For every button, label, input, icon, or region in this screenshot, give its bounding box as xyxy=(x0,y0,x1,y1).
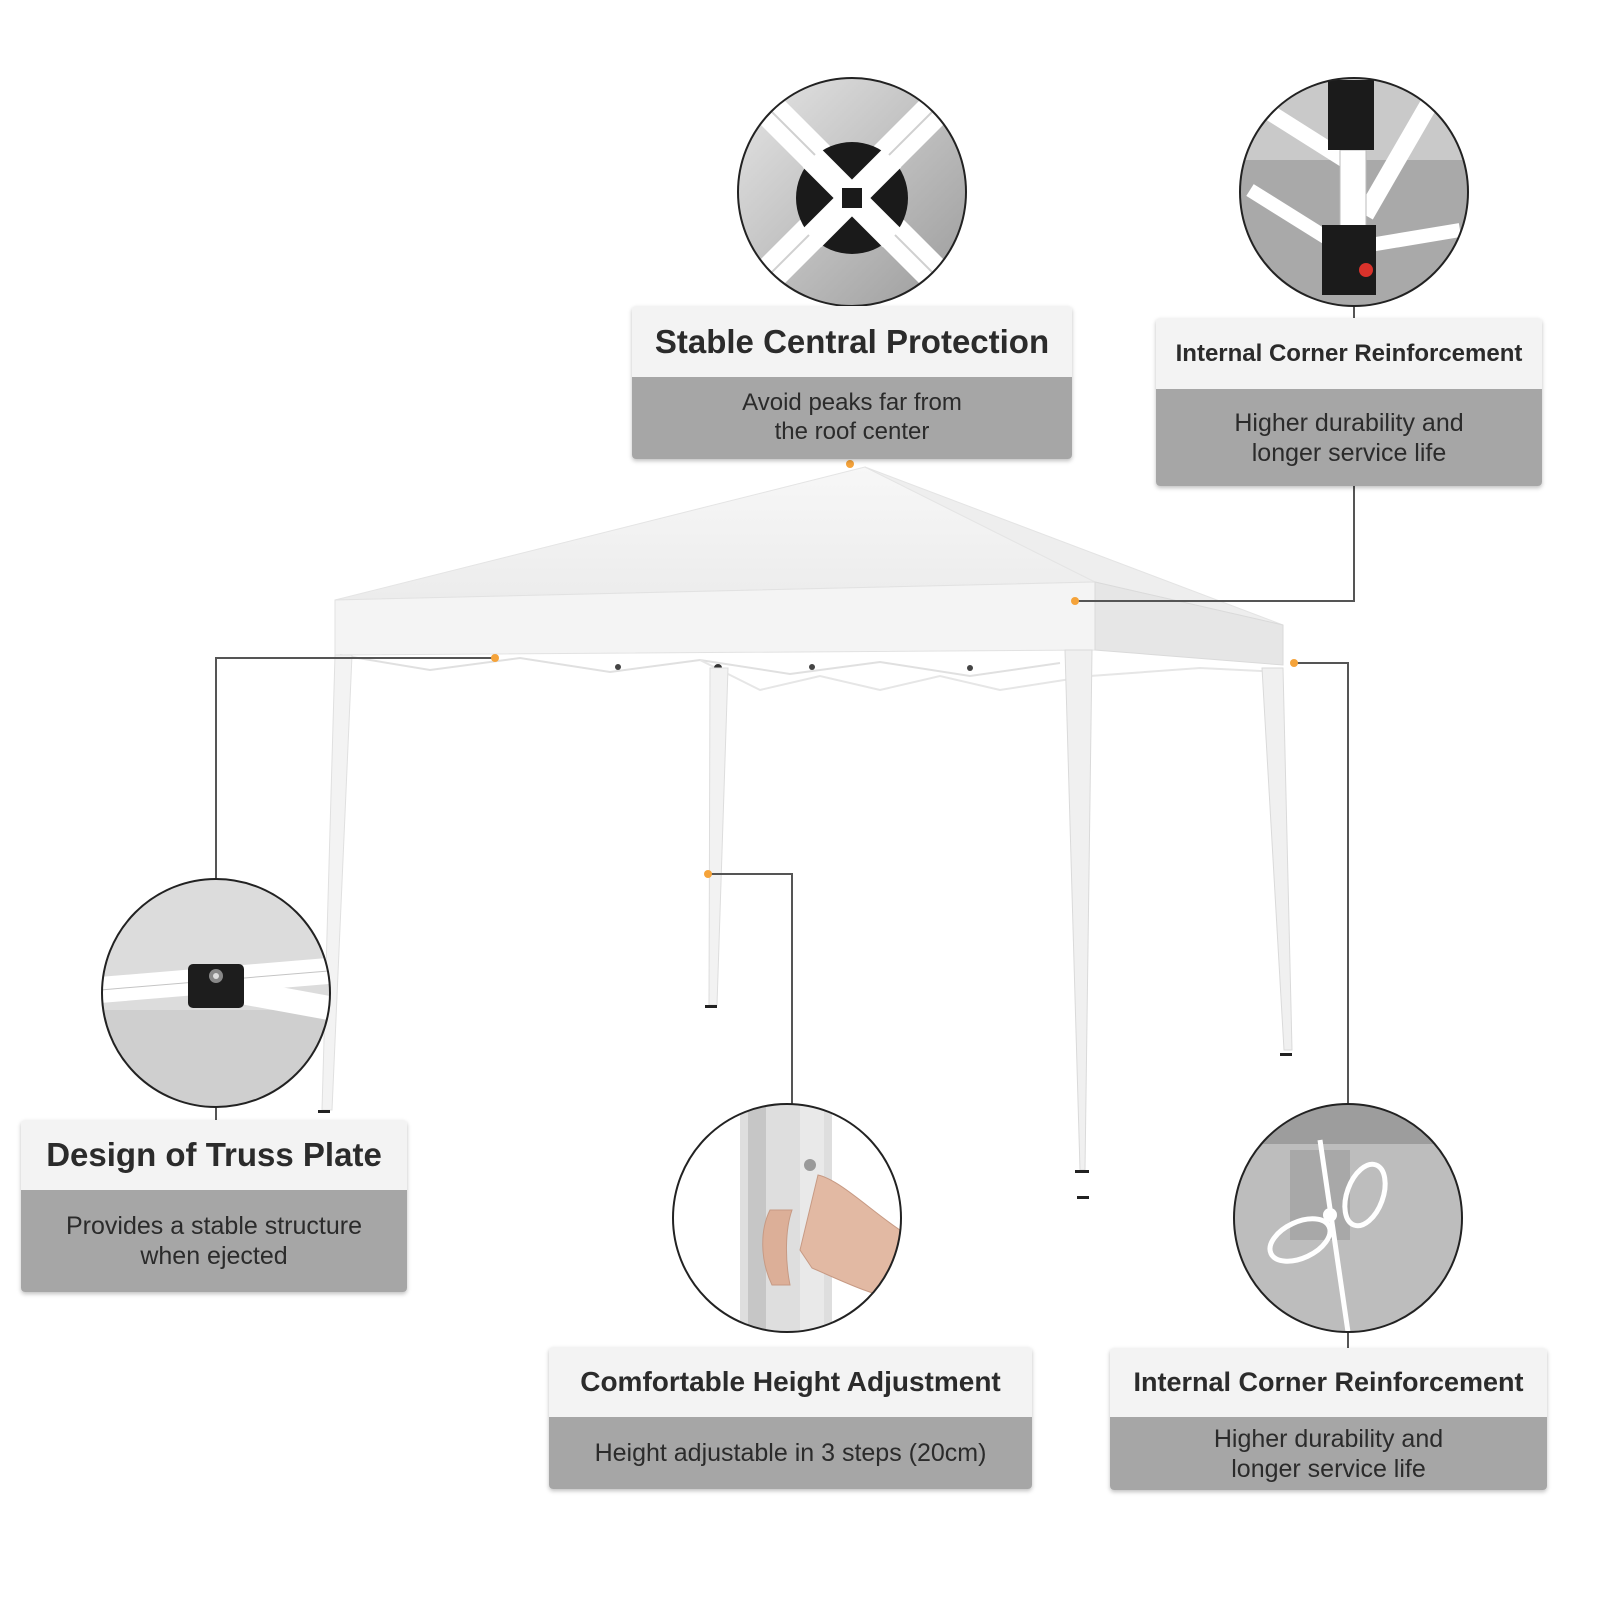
card-title: Stable Central Protection xyxy=(632,306,1072,377)
card-description: Higher durability and longer service lif… xyxy=(1110,1417,1547,1490)
gazebo-canopy xyxy=(318,466,1293,1199)
card-description-line: longer service life xyxy=(1231,1454,1426,1483)
center-hub-icon xyxy=(737,77,967,307)
card-description-line: when ejected xyxy=(140,1242,288,1270)
card-description-line: Higher durability and xyxy=(1213,1424,1444,1453)
card-title: Comfortable Height Adjustment xyxy=(549,1347,1032,1417)
card-title: Internal Corner Reinforcement xyxy=(1156,318,1542,389)
card-description-line: Higher durability and xyxy=(1234,408,1464,437)
card-description-line: Avoid peaks far from xyxy=(742,389,962,417)
card-description-line: the roof center xyxy=(774,418,930,445)
height-button-icon xyxy=(672,1103,902,1333)
card-description: Height adjustable in 3 steps (20cm) xyxy=(549,1417,1032,1489)
callout-card-height: Comfortable Height Adjustment Height adj… xyxy=(549,1347,1032,1489)
callout-card-corner-top: Internal Corner Reinforcement Higher dur… xyxy=(1156,318,1542,486)
callout-card-corner-bottom: Internal Corner Reinforcement Higher dur… xyxy=(1110,1348,1547,1490)
rope-tie-icon xyxy=(1233,1103,1463,1333)
card-title: Design of Truss Plate xyxy=(21,1120,407,1190)
corner-bracket-icon xyxy=(1239,77,1469,307)
card-description-line: Height adjustable in 3 steps (20cm) xyxy=(594,1439,987,1467)
card-title: Internal Corner Reinforcement xyxy=(1110,1348,1547,1417)
card-description: Avoid peaks far from the roof center xyxy=(632,377,1072,459)
card-description-line: Provides a stable structure xyxy=(66,1212,362,1240)
truss-plate-icon xyxy=(101,878,331,1108)
card-description: Provides a stable structure when ejected xyxy=(21,1190,407,1292)
callout-anchor-dots xyxy=(491,460,1298,878)
callout-card-central: Stable Central Protection Avoid peaks fa… xyxy=(632,306,1072,459)
card-description-line: longer service life xyxy=(1251,438,1447,467)
card-description: Higher durability and longer service lif… xyxy=(1156,389,1542,486)
leader-lines xyxy=(215,306,1355,1348)
callout-card-truss: Design of Truss Plate Provides a stable … xyxy=(21,1120,407,1292)
